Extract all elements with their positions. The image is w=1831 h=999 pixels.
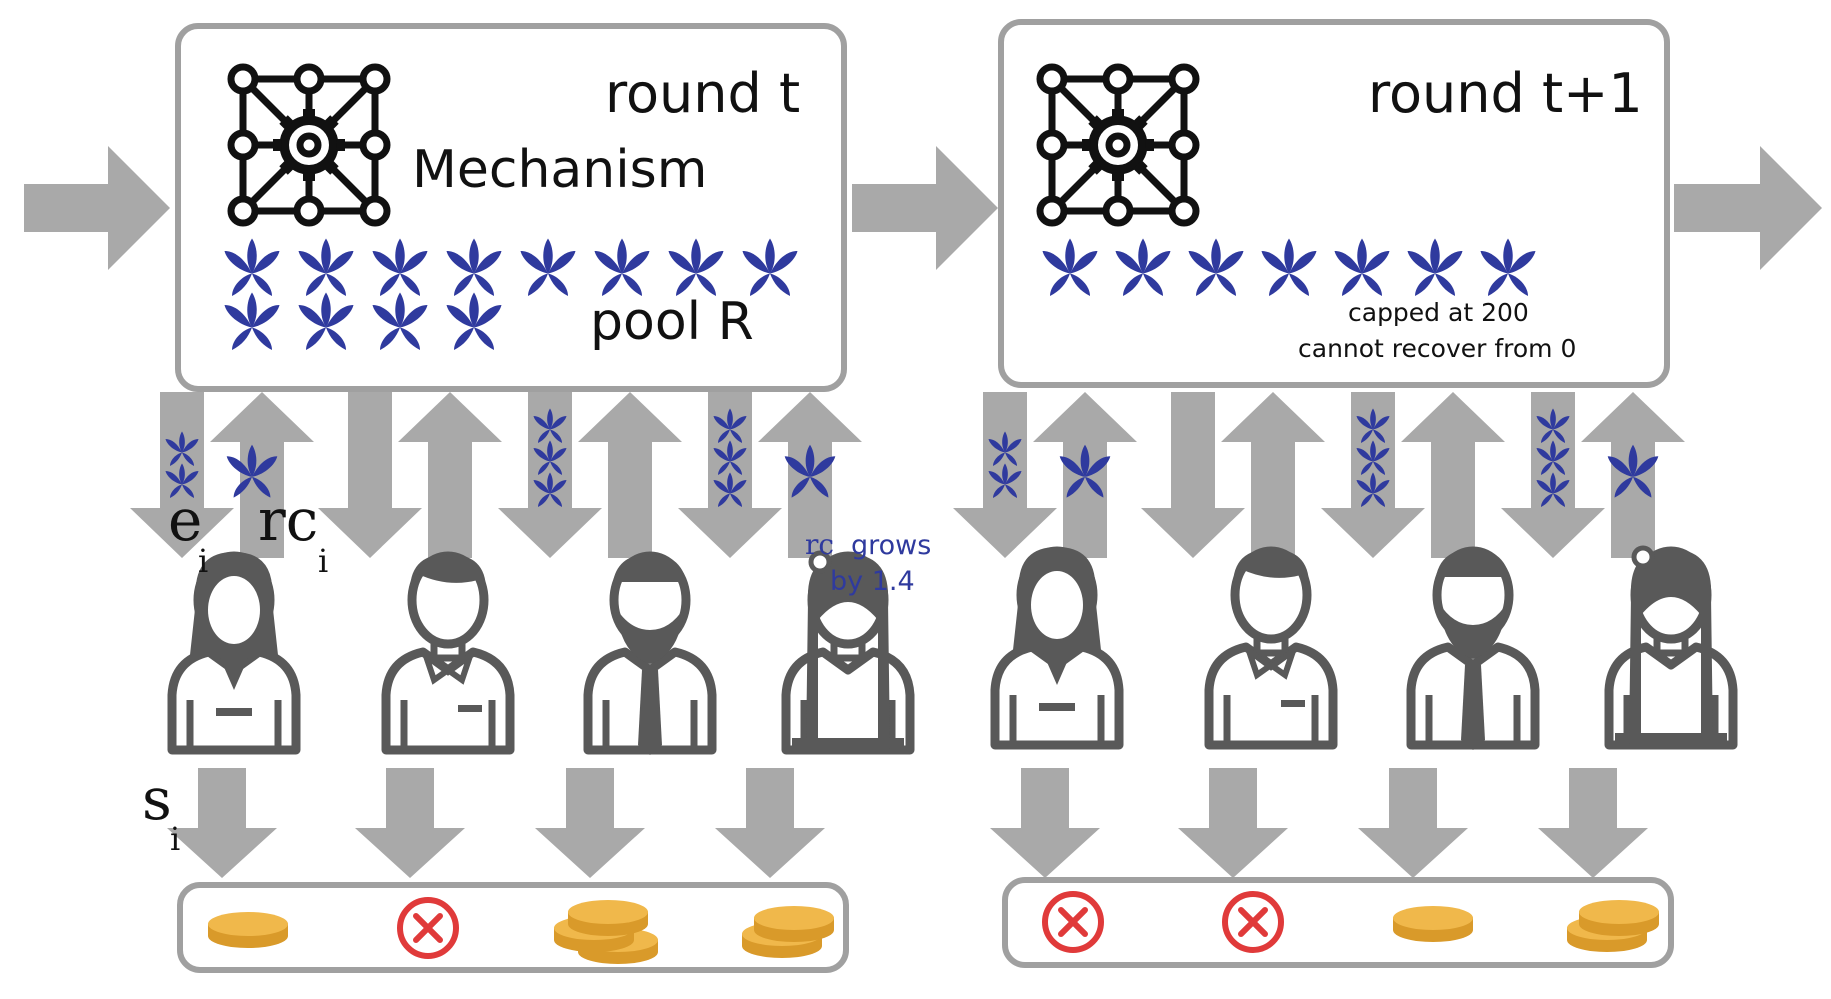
- s-arrow-r1-3: [1538, 768, 1648, 878]
- flow-arrow-out: [1674, 146, 1822, 270]
- pool-r-label: pool R: [590, 292, 754, 352]
- s-arrow-r0-1: [355, 768, 465, 878]
- outcome-box-round-t1: [1002, 877, 1674, 968]
- s-arrow-r1-2: [1358, 768, 1468, 878]
- rc-label: rc: [258, 486, 319, 554]
- up-arrow-r0-2: [578, 392, 682, 558]
- outcome-box-round-t: [177, 882, 849, 973]
- outcome-coin-single-r0-0: [208, 912, 288, 948]
- agent-woman-round-t1: [990, 546, 1124, 750]
- agent-girl-with-flower-round-t: [781, 550, 915, 755]
- agent-bearded-man-round-t: [583, 551, 717, 755]
- agent-woman-round-t: [167, 551, 301, 755]
- outcome-cross-r1-1: [1222, 891, 1284, 953]
- round-t-title: round t: [605, 62, 801, 125]
- s-arrow-r1-1: [1178, 768, 1288, 878]
- flow-arrow-between: [852, 146, 998, 270]
- note-capped: capped at 200: [1348, 298, 1529, 327]
- outcome-coin-stack-2-r0-3: [742, 906, 834, 958]
- up-arrow-r0-1: [398, 392, 502, 558]
- outcome-coin-stack-2-r1-3-b: [1579, 900, 1659, 936]
- agent-girl-with-flower-round-t1: [1604, 545, 1738, 750]
- s-arrow-r0-2: [535, 768, 645, 878]
- outcome-coin-stack-3-r0-2: [554, 900, 658, 964]
- s-subscript: i: [170, 820, 181, 858]
- rc-subscript: i: [318, 542, 329, 580]
- flow-arrow-in: [24, 146, 170, 270]
- e-label: e: [168, 486, 203, 554]
- s-arrow-r0-3: [715, 768, 825, 878]
- round-t1-box: [998, 19, 1670, 388]
- up-arrow-r1-2: [1401, 392, 1505, 558]
- outcome-coin-stack-3-r0-2-c: [568, 900, 648, 936]
- s-arrow-r1-0: [990, 768, 1100, 878]
- down-arrow-r0-1: [318, 392, 422, 558]
- agent-bearded-man-round-t1: [1406, 546, 1540, 750]
- mechanism-label: Mechanism: [412, 140, 708, 200]
- growth-rc: rc: [805, 528, 835, 561]
- outcome-coin-stack-2-r1-3: [1567, 900, 1659, 952]
- round-t1-title: round t+1: [1368, 62, 1643, 125]
- mechanism-icon-round-t: [227, 63, 391, 227]
- agent-man-round-t: [381, 551, 515, 755]
- outcome-cross-r1-0: [1042, 891, 1104, 953]
- up-arrow-r0-0: [210, 392, 314, 558]
- down-arrow-r1-1: [1141, 392, 1245, 558]
- outcome-coin-single-r1-2: [1393, 906, 1473, 942]
- outcome-cross-r0-1: [397, 897, 459, 959]
- mechanism-icon-round-t1: [1036, 63, 1200, 227]
- note-cannot-recover: cannot recover from 0: [1298, 334, 1577, 363]
- agent-man-round-t1: [1204, 546, 1338, 750]
- growth-by: by 1.4: [830, 566, 915, 597]
- up-arrow-r1-1: [1221, 392, 1325, 558]
- s-arrow-r0-0: [167, 768, 277, 878]
- outcome-coin-stack-2-r0-3-b: [754, 906, 834, 942]
- e-subscript: i: [198, 542, 209, 580]
- growth-grows: grows: [851, 530, 932, 561]
- s-label: s: [142, 765, 172, 833]
- round-t-box: [175, 23, 847, 392]
